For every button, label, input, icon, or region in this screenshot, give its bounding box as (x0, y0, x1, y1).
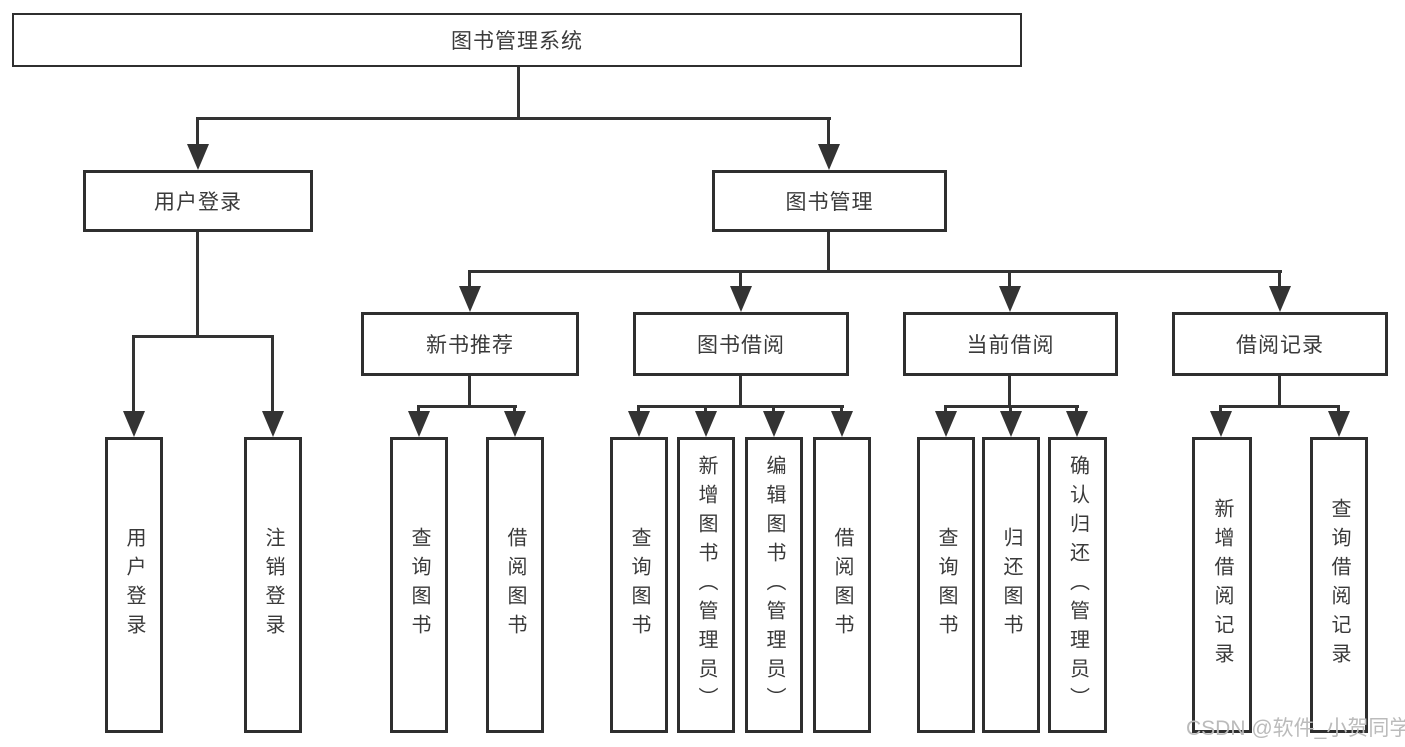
arrowhead-icon (999, 286, 1021, 312)
arrowhead-icon (1066, 411, 1088, 437)
node-current-borrow: 当前借阅 (903, 312, 1118, 376)
connector-drop (1075, 405, 1078, 413)
arrowhead-icon (831, 411, 853, 437)
leaf-user-login: 用户登录 (105, 437, 163, 733)
connector-drop (1008, 270, 1011, 288)
connector-user-login-drop (196, 117, 199, 146)
arrowhead-icon (123, 411, 145, 437)
csdn-watermark: CSDN @软件_小贺同学 (1186, 717, 1405, 740)
arrowhead-icon (504, 411, 526, 437)
connector-book-mgmt-drop (827, 117, 830, 146)
connector-drop (739, 270, 742, 288)
arrowhead-icon (1269, 286, 1291, 312)
leaf-logout-login: 注销登录 (244, 437, 302, 733)
arrowhead-icon (459, 286, 481, 312)
arrowhead-icon (935, 411, 957, 437)
leaf-edit-book-admin: 编辑图书（管理员） (745, 437, 803, 733)
leaf-borrow-book-recommend: 借阅图书 (486, 437, 544, 733)
arrowhead-icon (763, 411, 785, 437)
node-book-borrow: 图书借阅 (633, 312, 849, 376)
arrowhead-icon (818, 144, 840, 170)
connector-book-mgmt-stem (827, 232, 830, 272)
arrowhead-icon (1210, 411, 1232, 437)
leaf-query-book-current: 查询图书 (917, 437, 975, 733)
node-new-book-recommend: 新书推荐 (361, 312, 579, 376)
arrowhead-icon (262, 411, 284, 437)
connector-root-stem (517, 67, 520, 117)
connector-drop (1337, 405, 1340, 413)
connector-drop (417, 405, 420, 413)
connector-user-login-branch (133, 335, 274, 338)
connector-branch (1220, 405, 1340, 408)
connector-stem (1008, 376, 1011, 408)
connector-drop (513, 405, 516, 413)
node-library-management-system: 图书管理系统 (12, 13, 1022, 67)
connector-stem (468, 376, 471, 408)
arrowhead-icon (695, 411, 717, 437)
connector-book-mgmt-branch (469, 270, 1282, 273)
connector-drop (637, 405, 640, 413)
arrowhead-icon (187, 144, 209, 170)
connector-drop (1219, 405, 1222, 413)
connector-drop (704, 405, 707, 413)
arrowhead-icon (408, 411, 430, 437)
leaf-add-book-admin: 新增图书（管理员） (677, 437, 735, 733)
leaf-confirm-return-admin: 确认归还（管理员） (1048, 437, 1107, 733)
connector-drop (271, 335, 274, 413)
connector-drop (1009, 405, 1012, 413)
connector-branch (418, 405, 517, 408)
arrowhead-icon (628, 411, 650, 437)
arrowhead-icon (730, 286, 752, 312)
leaf-return-book: 归还图书 (982, 437, 1040, 733)
arrowhead-icon (1000, 411, 1022, 437)
connector-drop (772, 405, 775, 413)
connector-drop (944, 405, 947, 413)
arrowhead-icon (1328, 411, 1350, 437)
leaf-query-book-recommend: 查询图书 (390, 437, 448, 733)
node-borrow-record: 借阅记录 (1172, 312, 1388, 376)
connector-drop (840, 405, 843, 413)
leaf-add-borrow-record: 新增借阅记录 (1192, 437, 1252, 733)
connector-drop (132, 335, 135, 413)
node-user-login: 用户登录 (83, 170, 313, 232)
connector-drop (1278, 270, 1281, 288)
connector-stem (1278, 376, 1281, 408)
connector-drop (468, 270, 471, 288)
connector-user-login-stem (196, 232, 199, 335)
node-book-management: 图书管理 (712, 170, 947, 232)
leaf-query-borrow-record: 查询借阅记录 (1310, 437, 1368, 733)
connector-branch (945, 405, 1079, 408)
connector-root-branch (197, 117, 831, 120)
connector-stem (739, 376, 742, 408)
leaf-borrow-book: 借阅图书 (813, 437, 871, 733)
leaf-query-book-borrow: 查询图书 (610, 437, 668, 733)
connector-branch (638, 405, 844, 408)
